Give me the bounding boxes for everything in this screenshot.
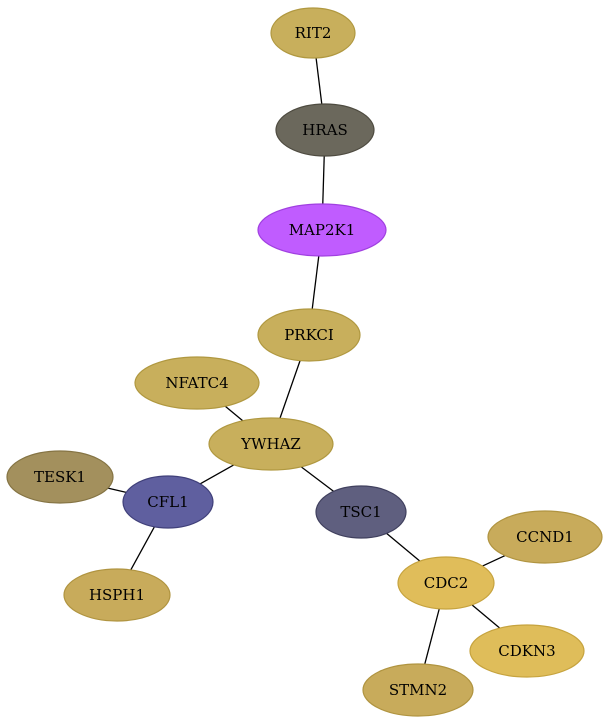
node-ywhaz[interactable]: YWHAZ (208, 417, 334, 471)
edge-ywhaz-cfl1 (199, 464, 235, 485)
node-label-hras: HRAS (302, 121, 347, 139)
edge-ywhaz-tsc1 (300, 466, 335, 492)
node-ellipse-tesk1 (6, 450, 114, 504)
edge-cfl1-hsph1 (130, 526, 155, 571)
node-hsph1[interactable]: HSPH1 (63, 568, 171, 622)
edge-cdc2-stmn2 (424, 608, 440, 665)
node-cdc2[interactable]: CDC2 (397, 556, 495, 610)
node-label-cfl1: CFL1 (147, 493, 188, 511)
edge-tesk1-cfl1 (107, 487, 127, 493)
edge-rit2-hras (315, 57, 323, 105)
edge-cdc2-cdkn3 (471, 604, 501, 629)
node-label-ccnd1: CCND1 (516, 528, 574, 546)
edge-hras-map2k1 (322, 155, 325, 205)
edge-prkci-ywhaz (279, 360, 301, 419)
node-label-prkci: PRKCI (284, 326, 334, 344)
edges-layer (107, 57, 506, 665)
node-label-rit2: RIT2 (295, 24, 332, 42)
node-ellipse-ccnd1 (487, 510, 603, 564)
node-tsc1[interactable]: TSC1 (315, 485, 407, 539)
node-tesk1[interactable]: TESK1 (6, 450, 114, 504)
edge-map2k1-prkci (311, 255, 320, 310)
node-stmn2[interactable]: STMN2 (362, 663, 474, 717)
node-ellipse-stmn2 (362, 663, 474, 717)
edge-nfatc4-ywhaz (224, 405, 244, 422)
edge-tsc1-cdc2 (386, 532, 421, 562)
node-ellipse-ywhaz (208, 417, 334, 471)
node-ellipse-nfatc4 (134, 356, 260, 410)
node-cdkn3[interactable]: CDKN3 (469, 624, 585, 678)
node-ellipse-hras (275, 103, 375, 157)
node-label-hsph1: HSPH1 (89, 586, 145, 604)
node-label-tesk1: TESK1 (34, 468, 86, 486)
node-ellipse-tsc1 (315, 485, 407, 539)
node-label-cdkn3: CDKN3 (498, 642, 555, 660)
node-label-ywhaz: YWHAZ (240, 435, 301, 453)
node-label-tsc1: TSC1 (340, 503, 381, 521)
node-label-cdc2: CDC2 (424, 574, 469, 592)
node-ellipse-cdc2 (397, 556, 495, 610)
node-ccnd1[interactable]: CCND1 (487, 510, 603, 564)
node-label-nfatc4: NFATC4 (165, 374, 228, 392)
node-label-map2k1: MAP2K1 (289, 221, 356, 239)
node-ellipse-cfl1 (122, 475, 214, 529)
node-prkci[interactable]: PRKCI (257, 308, 361, 362)
node-ellipse-prkci (257, 308, 361, 362)
node-ellipse-map2k1 (257, 203, 387, 257)
node-cfl1[interactable]: CFL1 (122, 475, 214, 529)
node-ellipse-rit2 (270, 7, 356, 59)
node-hras[interactable]: HRAS (275, 103, 375, 157)
node-label-stmn2: STMN2 (389, 681, 447, 699)
node-ellipse-hsph1 (63, 568, 171, 622)
node-nfatc4[interactable]: NFATC4 (134, 356, 260, 410)
edge-ccnd1-cdc2 (482, 554, 506, 567)
node-ellipse-cdkn3 (469, 624, 585, 678)
node-rit2[interactable]: RIT2 (270, 7, 356, 59)
node-map2k1[interactable]: MAP2K1 (257, 203, 387, 257)
